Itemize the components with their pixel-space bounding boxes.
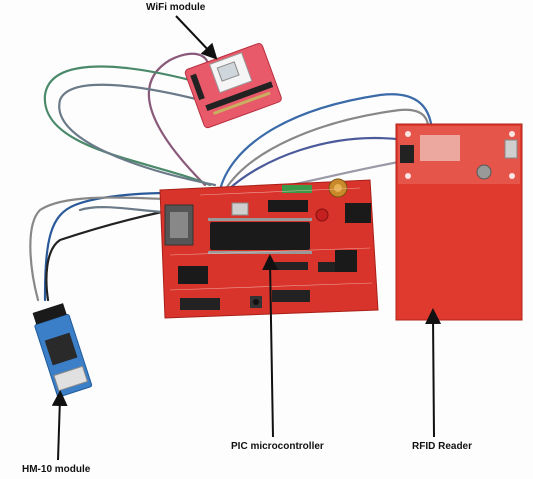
label-rfid-reader: RFID Reader: [412, 441, 473, 452]
pic-microcontroller-board: [159, 178, 379, 319]
arrow-wifi: [175, 15, 218, 60]
label-pic-microcontroller: PIC microcontroller: [231, 441, 324, 452]
arrow-pic: [262, 254, 279, 438]
pointer-arrows: [51, 15, 442, 461]
arrow-hm10: [51, 390, 68, 461]
wifi-module: [184, 43, 282, 129]
rfid-reader-board: [395, 123, 523, 321]
label-hm10-module: HM-10 module: [22, 464, 91, 475]
label-wifi-module: WiFi module: [146, 2, 206, 13]
hm10-module: [32, 303, 93, 398]
arrow-rfid: [425, 308, 442, 438]
